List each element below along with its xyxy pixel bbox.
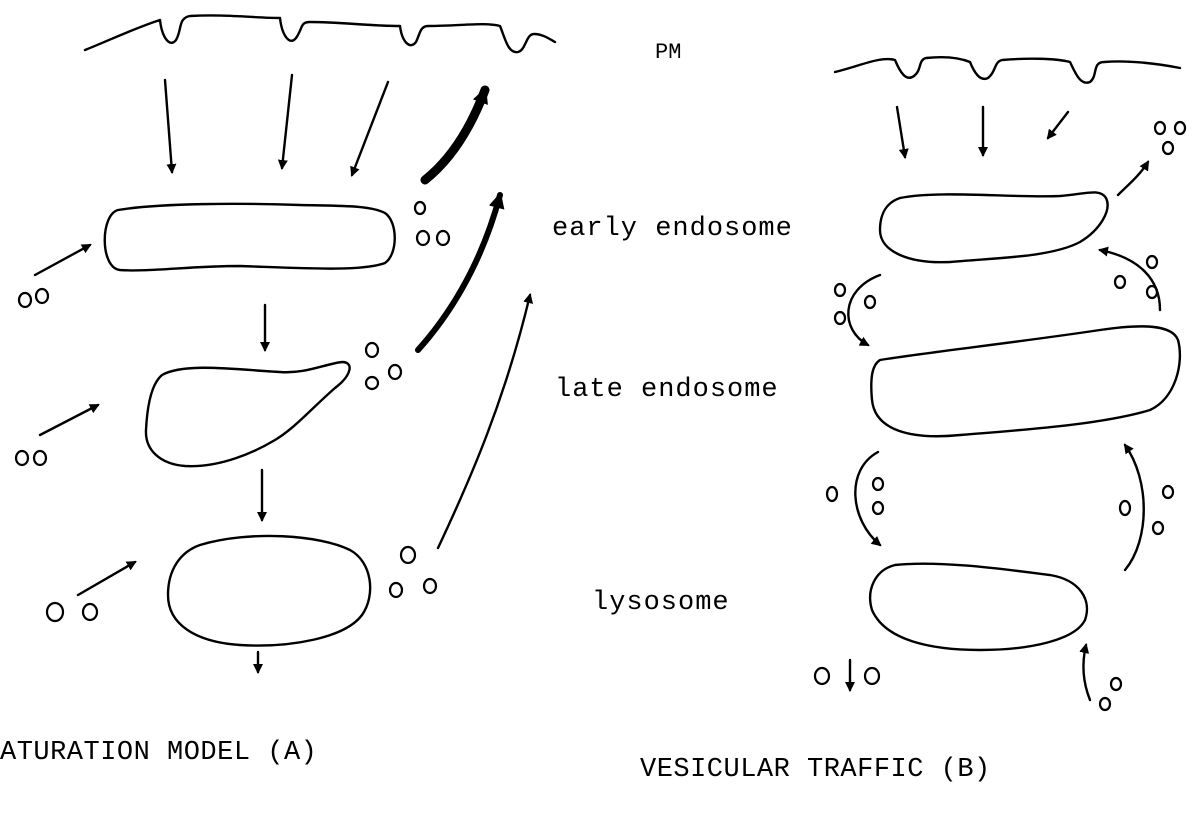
vesicle-transport-arrow	[855, 452, 880, 545]
early-endosome-compartment	[880, 192, 1108, 262]
plasma-membrane-right	[835, 57, 1180, 82]
pm-label: PM	[655, 40, 681, 65]
recycling-arrow-thin	[438, 295, 530, 548]
lysosome-compartment	[870, 564, 1087, 650]
endocytic-arrow	[282, 75, 292, 168]
maturation-model-title: ATURATION MODEL (A)	[0, 738, 317, 768]
vesicle-input-arrow	[35, 245, 90, 275]
endocytic-arrow	[1048, 112, 1068, 138]
vesicle-input-arrow	[40, 405, 98, 435]
endocytic-arrow	[897, 107, 905, 157]
endocytic-arrow	[352, 82, 388, 175]
early-endosome-compartment	[105, 204, 395, 271]
early-endosome-label: early endosome	[552, 214, 793, 244]
vesicle-export-arrow	[1118, 162, 1148, 195]
vesicular-traffic-title: VESICULAR TRAFFIC (B)	[640, 755, 991, 785]
vesicle-input-arrow	[78, 562, 135, 595]
late-endosome-compartment	[146, 362, 350, 466]
late-endosome-label: late endosome	[555, 375, 779, 405]
lysosome-label: lysosome	[592, 588, 730, 618]
plasma-membrane-left	[85, 15, 555, 52]
endocytic-arrow	[165, 80, 172, 172]
vesicles	[16, 202, 449, 621]
recycling-arrow-medium	[418, 195, 500, 350]
lysosome-compartment	[168, 536, 370, 646]
vesicle-transport-arrow	[1100, 250, 1160, 310]
recycling-arrow-thick	[425, 90, 485, 180]
vesicle-transport-arrow	[1083, 645, 1090, 700]
vesicle-transport-arrow	[1125, 445, 1144, 570]
vesicle-transport-arrow	[848, 275, 880, 345]
late-endosome-compartment	[871, 326, 1180, 436]
